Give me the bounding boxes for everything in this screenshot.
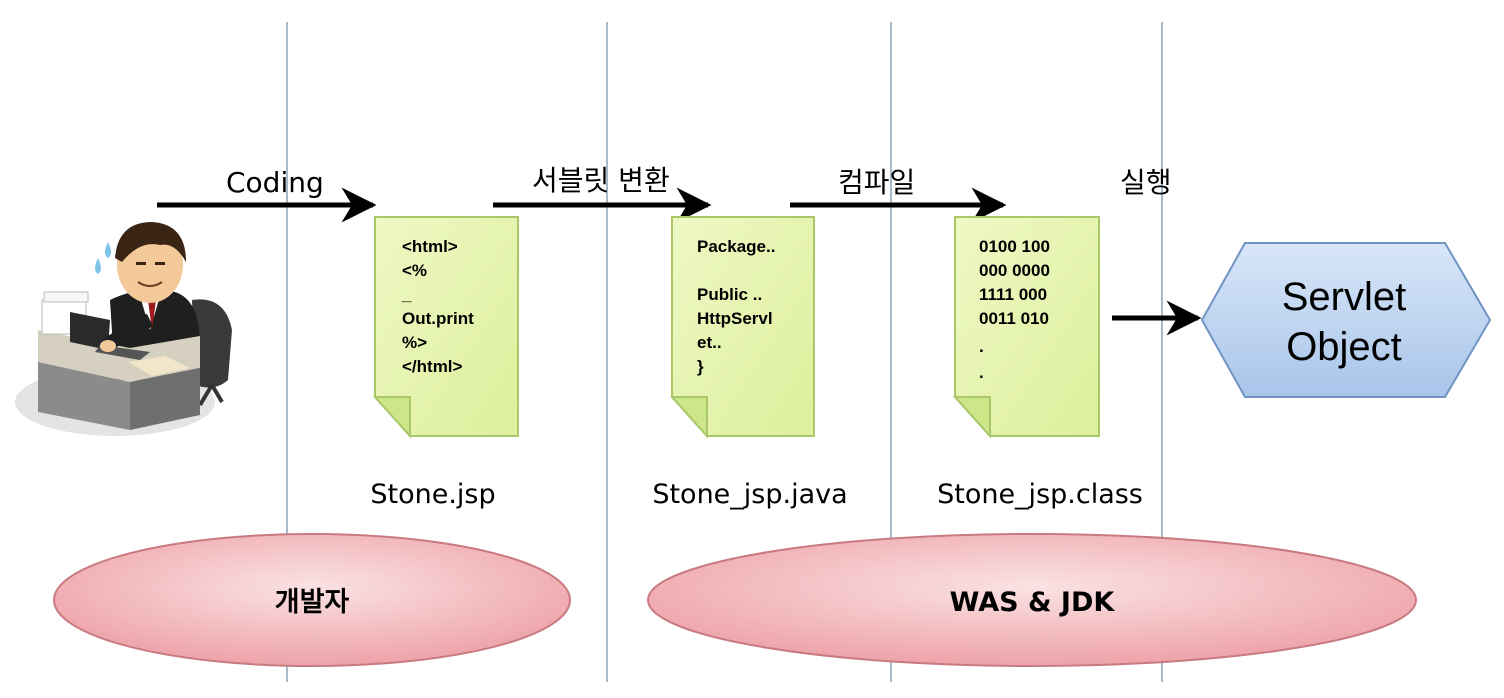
document-class-line-1: 0100 100 xyxy=(979,237,1050,256)
document-class-line-2: 000 0000 xyxy=(979,261,1050,280)
filename-jsp: Stone.jsp xyxy=(370,479,495,510)
document-jsp-line-3: _ xyxy=(401,285,412,304)
group-was-jdk: WAS & JDK xyxy=(647,533,1417,667)
document-java-line-3: Public .. xyxy=(697,285,762,304)
step-label-compile: 컴파일 xyxy=(838,166,915,199)
servlet-object-line-2: Object xyxy=(1286,325,1402,369)
document-java-line-6: } xyxy=(697,357,704,376)
document-class: 0100 100 000 0000 1111 000 0011 010 . . xyxy=(952,216,1100,439)
document-java-line-5: et.. xyxy=(697,333,722,352)
servlet-object-hexagon: Servlet Object xyxy=(1200,242,1492,398)
developer-illustration-icon xyxy=(15,222,232,436)
document-jsp-line-4: Out.print xyxy=(402,309,474,328)
document-jsp-line-1: <html> xyxy=(402,237,458,256)
document-class-line-4: 0011 010 xyxy=(979,309,1049,328)
document-class-line-6: . xyxy=(979,363,984,382)
document-java-line-4: HttpServl xyxy=(697,309,773,328)
group-was-jdk-label: WAS & JDK xyxy=(950,587,1116,618)
filename-java: Stone_jsp.java xyxy=(652,479,847,510)
document-jsp: <html> <% _ Out.print %> </html> xyxy=(372,216,519,439)
servlet-object-line-1: Servlet xyxy=(1282,275,1407,319)
group-developer: 개발자 xyxy=(53,533,571,667)
document-class-line-3: 1111 000 xyxy=(979,285,1047,304)
step-label-servlet-convert: 서블릿 변환 xyxy=(532,164,670,197)
group-developer-label: 개발자 xyxy=(275,587,350,618)
step-label-coding: Coding xyxy=(226,166,324,199)
document-java-line-1: Package.. xyxy=(697,237,775,256)
document-java: Package.. Public .. HttpServl et.. } xyxy=(669,216,815,439)
step-label-execute: 실행 xyxy=(1120,166,1172,199)
filename-class: Stone_jsp.class xyxy=(937,479,1143,510)
document-jsp-line-2: <% xyxy=(402,261,427,280)
document-jsp-line-6: </html> xyxy=(402,357,463,376)
document-class-line-5: . xyxy=(979,337,984,356)
document-jsp-line-5: %> xyxy=(402,333,427,352)
